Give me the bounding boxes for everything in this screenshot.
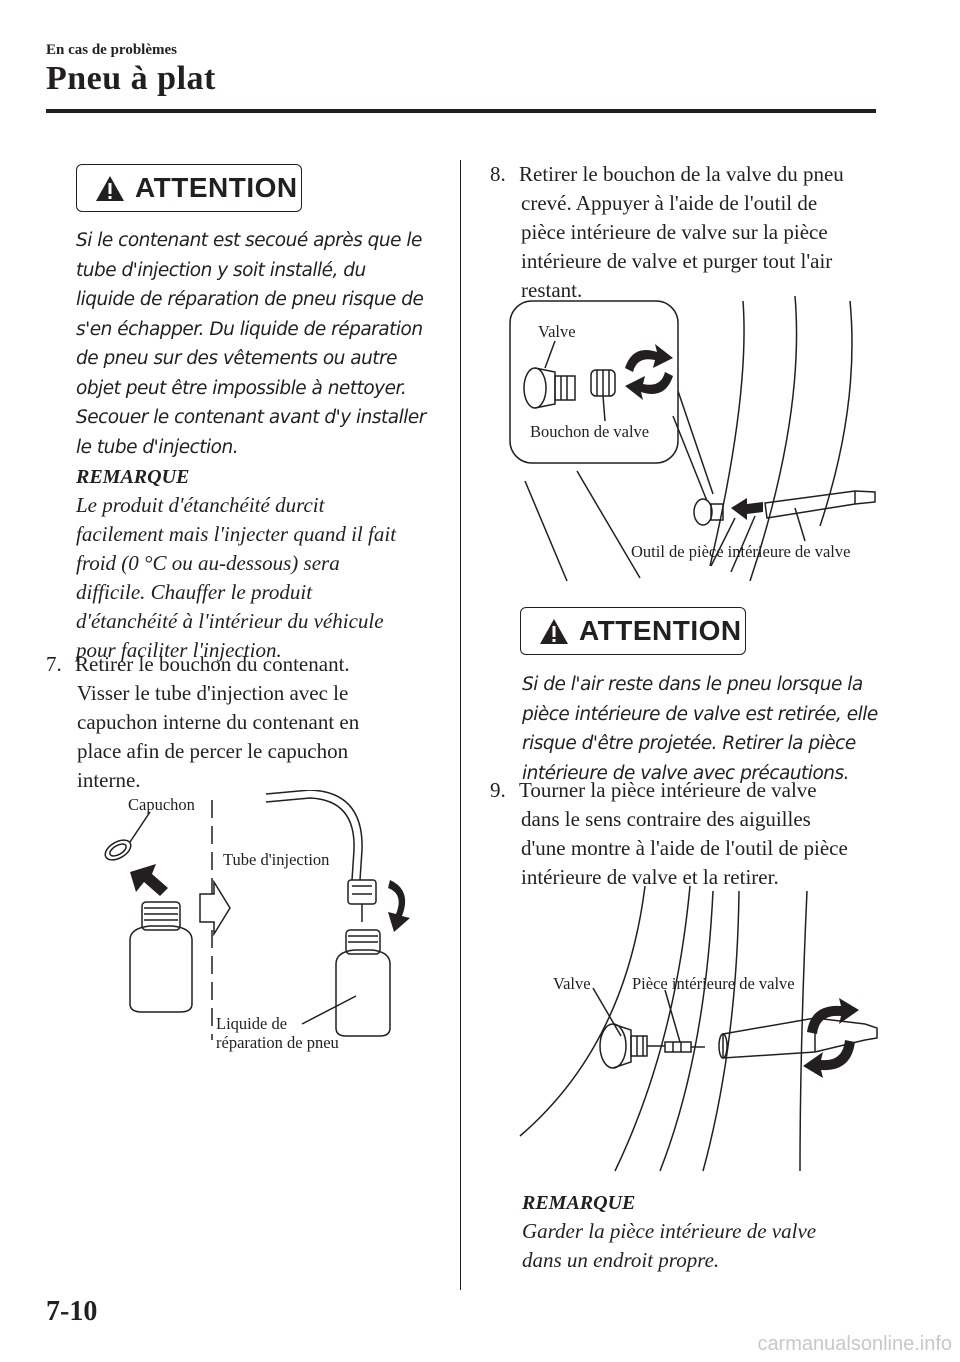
header-rule [46, 109, 876, 113]
figure-valve-cap: Valve Bouchon de valve Outil de pièce in… [505, 295, 890, 591]
step-line: intérieure de valve et la retirer. [521, 865, 779, 889]
remark-line: Garder la pièce intérieure de valve [522, 1219, 817, 1243]
remark-line: Le produit d'étanchéité durcit [76, 493, 325, 517]
step-line: capuchon interne du contenant en [77, 710, 360, 734]
attention-text: Si de l'air reste dans le pneu lorsque l… [522, 670, 902, 788]
rotate-icon [625, 344, 673, 400]
step-8: 8. Retirer le bouchon de la valve du pne… [490, 160, 890, 305]
step-line: d'une montre à l'aide de l'outil de pièc… [521, 836, 848, 860]
remark-line: difficile. Chauffer le produit [76, 580, 313, 604]
label-outil: Outil de pièce intérieure de valve [631, 542, 851, 561]
step-number: 7. [46, 652, 62, 676]
section-title: En cas de problèmes [46, 42, 177, 58]
attention-line: pièce intérieure de valve est retirée, e… [522, 703, 878, 725]
figure-valve-core: Valve Pièce intérieure de valve [515, 885, 895, 1176]
remark-block: REMARQUE Garder la pièce intérieure de v… [522, 1192, 882, 1275]
step-line: interne. [77, 768, 141, 792]
remark-line: froid (0 °C ou au-dessous) sera [76, 551, 340, 575]
attention-line: liquide de réparation de pneu risque de [76, 289, 424, 310]
attention-line: intérieure de valve avec précautions. [522, 762, 850, 784]
watermark: carmanualsonline.info [757, 1333, 952, 1355]
warning-icon [96, 175, 124, 201]
rotate-icon [803, 998, 859, 1078]
label-liquide-1: Liquide de [216, 1014, 288, 1033]
step-line: Retirer le bouchon de la valve du pneu [519, 162, 844, 186]
attention-text: Si le contenant est secoué après que le … [76, 226, 446, 462]
attention-line: Si le contenant est secoué après que le [76, 230, 422, 251]
step-line: dans le sens contraire des aiguilles [521, 807, 811, 831]
attention-line: objet peut être impossible à nettoyer. [76, 377, 407, 399]
step-line: pièce intérieure de valve sur la pièce [521, 220, 828, 244]
figure-injection-tube: Capuchon Tube d'injection Liquide de rép… [90, 789, 450, 1070]
remark-heading: REMARQUE [76, 466, 190, 488]
label-capuchon: Capuchon [128, 795, 195, 814]
step-line: intérieure de valve et purger tout l'air [521, 249, 833, 273]
attention-line: de pneu sur des vêtements ou autre [76, 348, 398, 369]
illustration-bottles [104, 789, 410, 1040]
attention-label: ATTENTION [135, 172, 298, 203]
label-valve: Valve [553, 974, 591, 993]
step-line: Visser le tube d'injection avec le [77, 681, 349, 705]
step-7: 7. Retirer le bouchon du contenant. Viss… [46, 650, 446, 795]
step-line: restant. [521, 278, 583, 302]
attention-line: Si de l'air reste dans le pneu lorsque l… [522, 674, 863, 695]
step-number: 8. [490, 162, 506, 186]
remark-line: d'étanchéité à l'intérieur du véhicule [76, 609, 384, 633]
warning-icon [540, 618, 568, 644]
step-line: Tourner la pièce intérieure de valve [519, 778, 817, 802]
remark-line: facilement mais l'injecter quand il fait [76, 522, 397, 546]
attention-line: risque d'être projetée. Retirer la pièce [522, 733, 856, 754]
remark-heading: REMARQUE [522, 1192, 636, 1214]
illustration-valve-core [519, 885, 878, 1172]
page-title: Pneu à plat [46, 60, 216, 97]
attention-box: ATTENTION [76, 164, 302, 212]
attention-label: ATTENTION [579, 615, 742, 646]
attention-line: le tube d'injection. [76, 436, 239, 458]
page-number: 7-10 [46, 1296, 98, 1327]
attention-line: tube d'injection y soit installé, du [76, 259, 366, 281]
step-9: 9. Tourner la pièce intérieure de valve … [490, 776, 890, 892]
remark-block: REMARQUE Le produit d'étanchéité durcit … [76, 466, 446, 665]
column-divider [460, 160, 461, 1290]
label-piece: Pièce intérieure de valve [632, 974, 795, 993]
label-valve: Valve [538, 322, 576, 341]
label-liquide-2: réparation de pneu [216, 1033, 339, 1052]
attention-box: ATTENTION [520, 607, 746, 655]
step-number: 9. [490, 778, 506, 802]
attention-line: s'en échapper. Du liquide de réparation [76, 318, 423, 340]
illustration-valve-cap [509, 295, 876, 582]
step-line: place afin de percer le capuchon [77, 739, 349, 763]
label-bouchon: Bouchon de valve [530, 422, 650, 441]
label-tube: Tube d'injection [223, 850, 330, 869]
attention-line: Secouer le contenant avant d'y installer [76, 407, 426, 428]
step-line: crevé. Appuyer à l'aide de l'outil de [521, 191, 818, 215]
step-line: Retirer le bouchon du contenant. [75, 652, 350, 676]
remark-line: pour faciliter l'injection. [76, 638, 282, 662]
remark-line: dans un endroit propre. [522, 1248, 720, 1272]
